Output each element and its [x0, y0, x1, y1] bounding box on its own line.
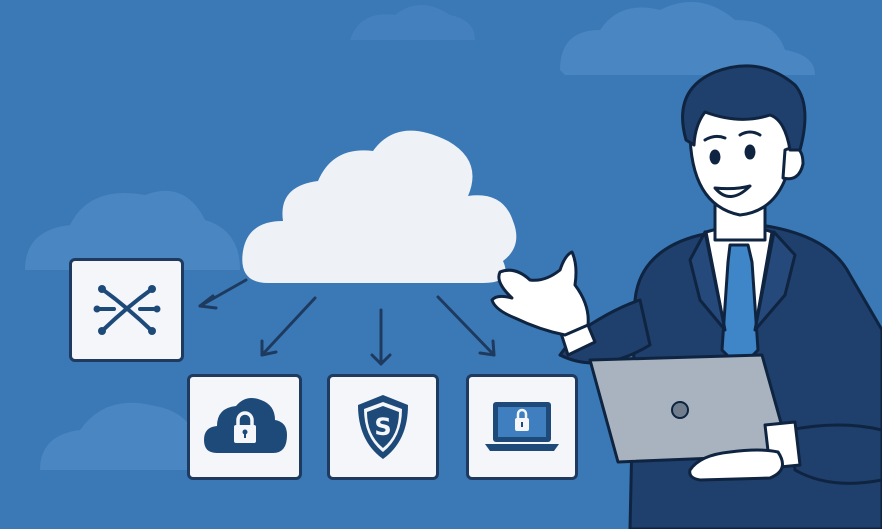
tile-shield[interactable]: S — [327, 374, 439, 480]
shield-glyph: S — [374, 413, 391, 441]
tile-cloud-security[interactable] — [187, 374, 302, 480]
bg-cloud-left — [25, 190, 240, 270]
tile-network[interactable] — [69, 258, 184, 362]
right-brow — [738, 130, 762, 137]
open-hand — [490, 250, 590, 337]
bg-cloud-top-left — [350, 5, 475, 40]
tile-device-security[interactable] — [466, 374, 578, 480]
bg-cloud-top-right — [560, 2, 815, 75]
cloud-lock-icon — [203, 398, 287, 453]
left-brow — [703, 134, 727, 142]
face — [688, 108, 796, 217]
shield-s-icon: S — [358, 395, 408, 459]
right-lapel — [753, 230, 797, 332]
left-lapel — [688, 230, 727, 332]
holding-arm — [788, 423, 882, 485]
ear — [781, 146, 805, 181]
right-eye — [744, 144, 756, 160]
main-cloud — [242, 130, 517, 283]
arrow-cloud-security — [260, 296, 317, 357]
laptop-logo — [671, 401, 689, 419]
laptop-lid — [588, 353, 792, 464]
laptop-lock-icon — [485, 402, 559, 451]
tie — [720, 243, 760, 370]
left-eye — [709, 149, 721, 165]
bg-cloud-bottom-left — [40, 402, 220, 470]
network-nodes-icon — [93, 285, 160, 335]
holding-hand — [688, 448, 784, 482]
arrow-device-security — [436, 295, 496, 357]
hair — [681, 64, 807, 152]
smile — [713, 184, 752, 198]
